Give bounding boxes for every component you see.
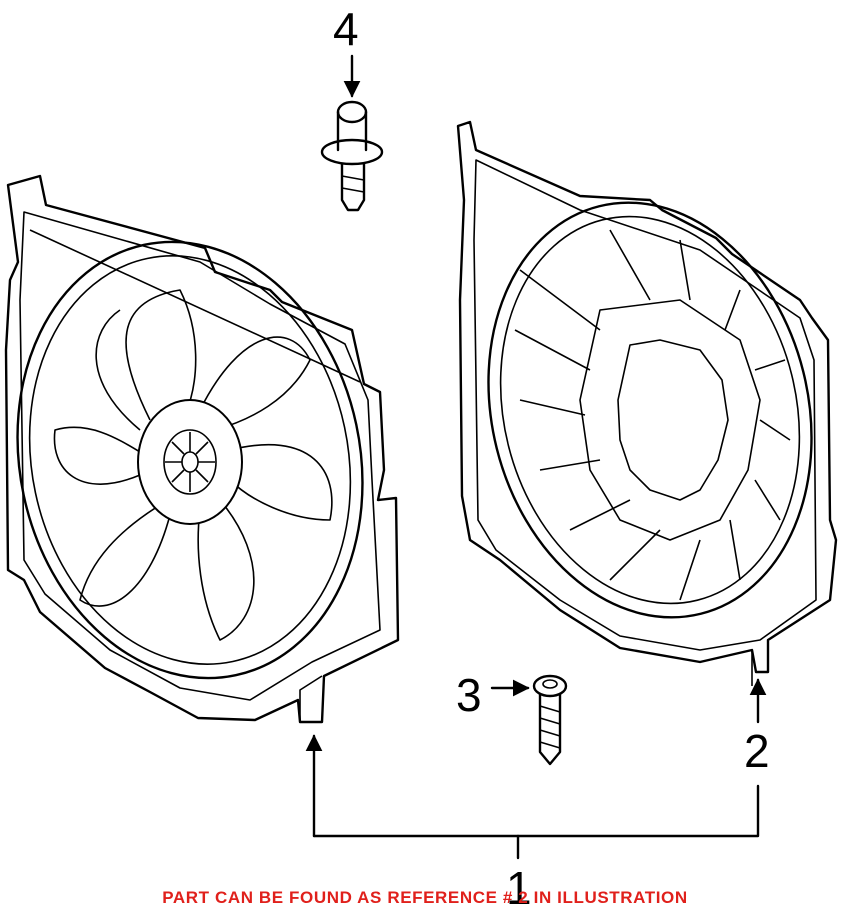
shroud-motor-mount <box>579 299 761 541</box>
fan-blades <box>53 289 333 641</box>
fan-hub <box>137 399 243 525</box>
fan-shroud <box>456 120 838 686</box>
leader-lines <box>305 54 767 860</box>
callout-4: 4 <box>333 3 359 55</box>
callout-3: 3 <box>456 669 482 721</box>
shroud-spokes <box>514 229 791 601</box>
fan-assembly <box>4 174 400 724</box>
part-reference-caption: PART CAN BE FOUND AS REFERENCE # 2 IN IL… <box>162 888 688 907</box>
callout-2: 2 <box>744 725 770 777</box>
left-shroud-frame <box>4 174 400 724</box>
screw <box>532 674 568 766</box>
push-clip <box>320 100 384 212</box>
callout-1: 1 <box>506 862 532 914</box>
